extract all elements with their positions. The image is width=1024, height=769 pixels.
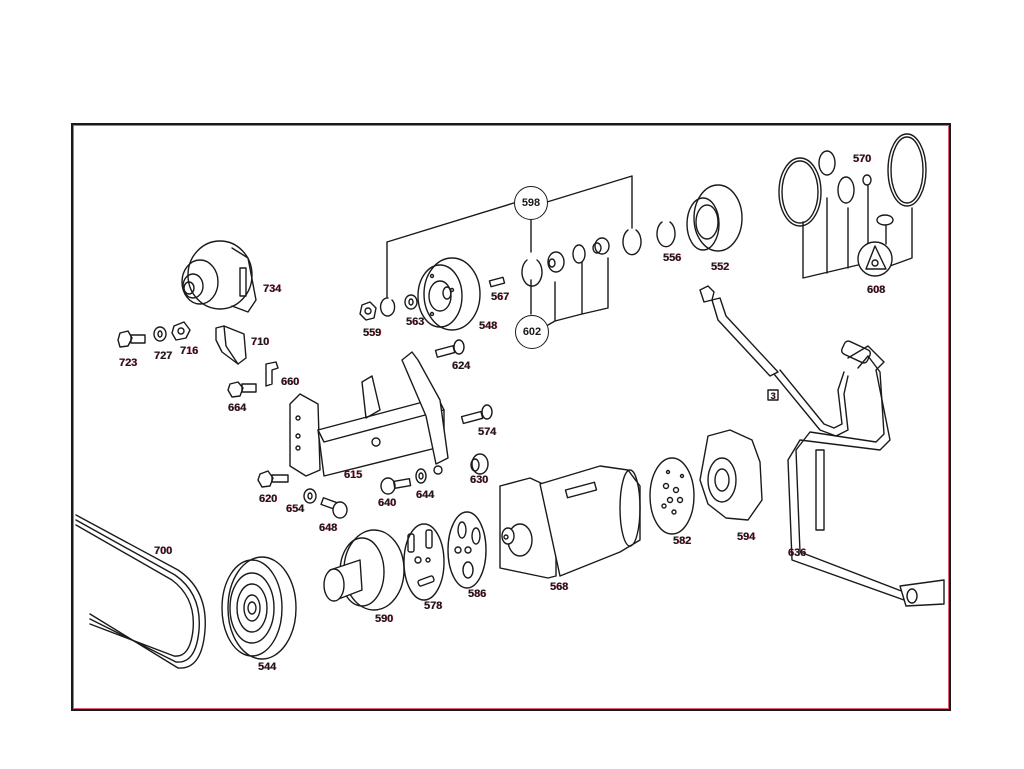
part-624 [434,339,465,358]
part-660 [265,361,279,387]
part-590 [323,529,405,611]
label-3[interactable]: 3 [770,391,776,401]
part-636 [787,340,945,607]
circlip-598 [521,259,543,287]
part-648 [320,497,348,519]
part-548 [417,257,481,331]
part-608-plate [857,241,893,277]
part-568 [499,465,641,579]
part-570 [862,174,872,186]
label-568[interactable]: 568 [549,581,569,593]
part-594 [699,429,763,521]
part-630 [470,453,489,475]
part-608-ring-a [778,157,822,227]
label-630[interactable]: 630 [469,474,489,486]
label-615[interactable]: 615 [343,469,363,481]
part-640 [380,477,412,495]
part-567 [488,276,506,288]
part-710 [215,325,247,365]
label-640[interactable]: 640 [377,497,397,509]
label-700[interactable]: 700 [153,545,173,557]
part-578 [403,523,445,601]
part-574 [460,404,493,425]
label-567[interactable]: 567 [490,291,510,303]
part-602-ring [572,244,586,264]
diagram-frame [71,123,951,711]
label-624[interactable]: 624 [451,360,471,372]
label-654[interactable]: 654 [285,503,305,515]
callout-602-leaders [530,257,609,326]
label-578[interactable]: 578 [423,600,443,612]
label-548[interactable]: 548 [478,320,498,332]
part-582 [649,457,695,535]
part-552 [686,184,743,252]
label-648[interactable]: 648 [318,522,338,534]
part-563 [404,294,418,310]
label-574[interactable]: 574 [477,426,497,438]
label-727[interactable]: 727 [153,350,173,362]
part-654 [303,488,317,504]
part-716 [171,321,191,341]
label-559[interactable]: 559 [362,327,382,339]
part-620 [257,470,289,488]
label-594[interactable]: 594 [736,531,756,543]
label-644[interactable]: 644 [415,489,435,501]
part-700 [75,514,206,669]
part-hose [699,285,849,437]
label-563[interactable]: 563 [405,316,425,328]
label-556[interactable]: 556 [662,252,682,264]
label-582[interactable]: 582 [672,535,692,547]
part-602-bushing [547,251,565,273]
callout-598-leaders [386,175,633,298]
part-559-clip [379,297,396,317]
part-544 [221,556,297,660]
part-586 [447,511,487,589]
part-602-sleeve [592,237,610,255]
part-556 [656,221,676,248]
label-620[interactable]: 620 [258,493,278,505]
label-723[interactable]: 723 [118,357,138,369]
callout-602[interactable]: 602 [515,315,549,349]
part-644 [415,468,427,484]
label-710[interactable]: 710 [250,336,270,348]
part-615 [289,351,449,477]
label-590[interactable]: 590 [374,613,394,625]
circlip-598-b [622,229,642,256]
label-716[interactable]: 716 [179,345,199,357]
callout-608-leaders [802,185,913,279]
part-559 [359,301,377,321]
label-660[interactable]: 660 [280,376,300,388]
part-734 [181,240,257,313]
label-552[interactable]: 552 [710,261,730,273]
part-723 [117,330,146,348]
label-636[interactable]: 636 [787,547,807,559]
label-734[interactable]: 734 [262,283,282,295]
label-570[interactable]: 570 [852,153,872,165]
part-727 [153,326,167,342]
label-544[interactable]: 544 [257,661,277,673]
label-608[interactable]: 608 [866,284,886,296]
hose-clip-3 [767,389,779,401]
label-664[interactable]: 664 [227,402,247,414]
callout-598[interactable]: 598 [514,186,548,220]
part-664 [227,381,257,398]
label-586[interactable]: 586 [467,588,487,600]
